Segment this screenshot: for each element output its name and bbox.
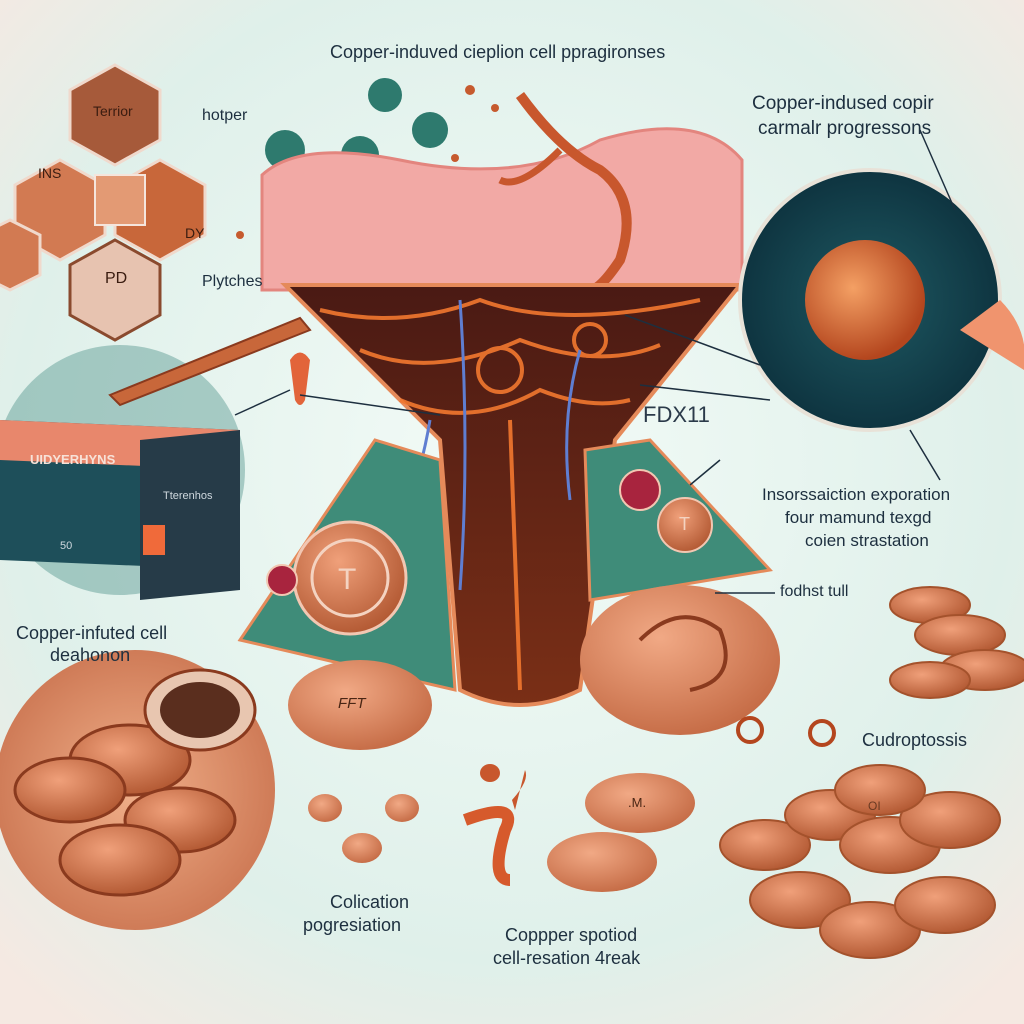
hexagon-cluster bbox=[0, 63, 207, 342]
right-description-line1: Insorssaiction exporation bbox=[762, 485, 951, 504]
pill-label-1: FFT bbox=[338, 695, 366, 712]
coin-label: OI bbox=[868, 799, 881, 813]
left-caption-line1: Copper-infuted cell bbox=[16, 623, 168, 643]
hex-label-dy: DY bbox=[185, 225, 205, 241]
right-title-line1: Copper-indused copir bbox=[752, 93, 934, 114]
bottom-left-label-line2: pogresiation bbox=[303, 915, 402, 935]
bottom-center-label-line1: Coppper spotiod bbox=[505, 925, 638, 945]
coin-pile-right bbox=[719, 764, 1001, 959]
fdx-label: FDX11 bbox=[643, 402, 710, 427]
box-note-text: Tterenhos bbox=[163, 490, 213, 502]
coin-pile-mid-right bbox=[889, 586, 1024, 699]
box-banner-text: UIDYERHYNS bbox=[30, 452, 116, 467]
pill-label-2: .M. bbox=[628, 795, 647, 810]
right-circle bbox=[738, 168, 1024, 432]
small-token-letter: T bbox=[679, 514, 690, 534]
right-description-line3: coien strastation bbox=[805, 531, 929, 550]
top-title: Copper-induved cieplion cell ppragironse… bbox=[330, 42, 666, 62]
left-caption-line2: deahonon bbox=[50, 645, 131, 665]
right-title-line2: carmalr progressons bbox=[758, 118, 932, 139]
hex-label-pd: PD bbox=[105, 270, 128, 287]
copper-pen bbox=[108, 316, 312, 407]
big-token-letter: T bbox=[338, 563, 357, 596]
box-number-text: 50 bbox=[60, 540, 73, 552]
bottom-left-label-line1: Colication bbox=[330, 892, 410, 912]
plytches-label: Plytches bbox=[202, 273, 263, 290]
hex-label-terrior: Terrior bbox=[93, 103, 133, 119]
right-description-line2: four mamund texgd bbox=[785, 508, 932, 527]
hex-label-ins: INS bbox=[38, 165, 62, 181]
bottom-center-label-line2: cell-resation 4reak bbox=[493, 948, 641, 968]
cudroptosis-label: Cudroptossis bbox=[862, 730, 968, 750]
ribbon bbox=[290, 352, 310, 405]
coin-stack-left bbox=[13, 668, 257, 897]
fodhst-label: fodhst tull bbox=[780, 583, 849, 600]
hotper-label: hotper bbox=[202, 107, 248, 124]
left-box bbox=[0, 345, 245, 600]
